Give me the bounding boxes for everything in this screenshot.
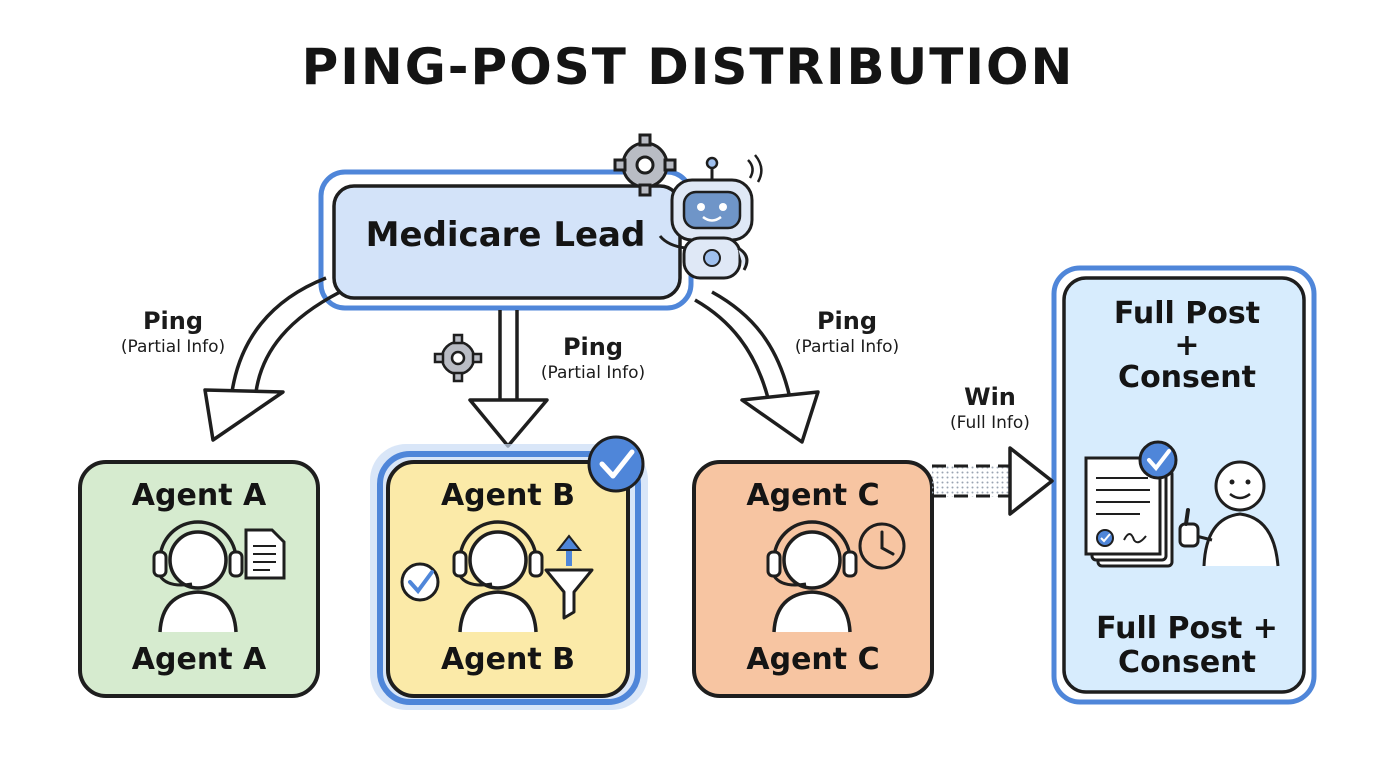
ping-label-c: Ping (Partial Info) [772,306,922,358]
agent-b-title: Agent B [440,478,576,513]
robot-icon [658,154,763,280]
ping-label-b: Ping (Partial Info) [518,332,668,384]
gear-icon [613,133,677,197]
verified-badge-icon [587,435,645,493]
agent-c-headset-person-icon [766,520,858,633]
ping-label-a-main: Ping [142,307,204,335]
medicare-lead-label: Medicare Lead [365,215,646,255]
ping-arrow-c [694,290,820,444]
agent-a-headset-person-icon [152,520,244,633]
ping-label-c-main: Ping [816,307,878,335]
full-post-box [1051,265,1317,705]
document-icon [244,528,286,580]
agent-c-caption: Agent C [746,642,880,677]
diagram-title: PING-POST DISTRIBUTION [301,38,1075,96]
check-circle-icon [400,562,440,602]
full-post-title: Full Post + Consent [1113,296,1261,395]
agent-a-title: Agent A [131,478,267,513]
full-post-caption: Full Post + Consent [1096,611,1278,680]
agent-a-caption: Agent A [131,642,267,677]
ping-arrow-b [468,310,549,448]
win-arrow [932,446,1054,516]
ping-label-b-sub: (Partial Info) [540,363,646,383]
agent-c-title: Agent C [746,478,880,513]
clock-icon [858,522,906,570]
funnel-icon [544,534,594,620]
agent-b-caption: Agent B [440,642,576,677]
agent-b-headset-person-icon [452,520,544,633]
ping-arrow-a [203,276,341,442]
win-label-main: Win [964,383,1016,411]
win-label: Win (Full Info) [930,382,1050,434]
win-label-sub: (Full Info) [950,413,1030,433]
signed-documents-icon [1084,440,1178,568]
ping-label-c-sub: (Partial Info) [794,337,900,357]
thumbs-up-person-icon [1178,460,1280,567]
ping-label-a: Ping (Partial Info) [98,306,248,358]
ping-label-b-main: Ping [562,333,624,361]
gear-icon [433,333,483,383]
ping-label-a-sub: (Partial Info) [120,337,226,357]
